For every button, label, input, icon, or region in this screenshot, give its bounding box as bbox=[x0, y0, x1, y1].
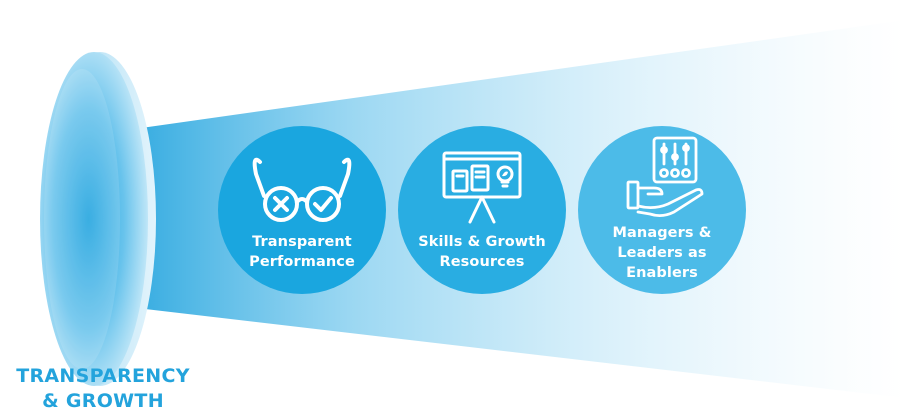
lens bbox=[40, 52, 148, 386]
pillar-managers-leaders: Managers & Leaders as Enablers bbox=[578, 126, 746, 294]
pillar-label-line: Transparent bbox=[252, 234, 352, 250]
pillar-skills-growth: Skills & Growth Resources bbox=[398, 126, 566, 294]
lens-highlight bbox=[44, 69, 120, 369]
glasses-icon bbox=[252, 157, 352, 222]
pillar-label-line: Skills & Growth bbox=[418, 234, 546, 250]
pillar-label-line: Enablers bbox=[626, 265, 698, 281]
pillar-label-line: Leaders as bbox=[617, 245, 707, 261]
diagram-title: TRANSPARENCY & GROWTH bbox=[0, 364, 206, 414]
title-line: TRANSPARENCY bbox=[16, 365, 190, 387]
presentation-board-icon bbox=[442, 151, 522, 224]
hand-controls-icon bbox=[626, 136, 704, 217]
pillar-transparent-performance: Transparent Performance bbox=[218, 126, 386, 294]
pillar-label: Transparent Performance bbox=[228, 232, 376, 272]
title-line: & GROWTH bbox=[42, 390, 164, 412]
pillar-label: Managers & Leaders as Enablers bbox=[588, 223, 736, 283]
pillar-label: Skills & Growth Resources bbox=[408, 232, 556, 272]
pillar-label-line: Managers & bbox=[612, 225, 712, 241]
pillar-label-line: Resources bbox=[439, 254, 525, 270]
pillar-label-line: Performance bbox=[249, 254, 355, 270]
